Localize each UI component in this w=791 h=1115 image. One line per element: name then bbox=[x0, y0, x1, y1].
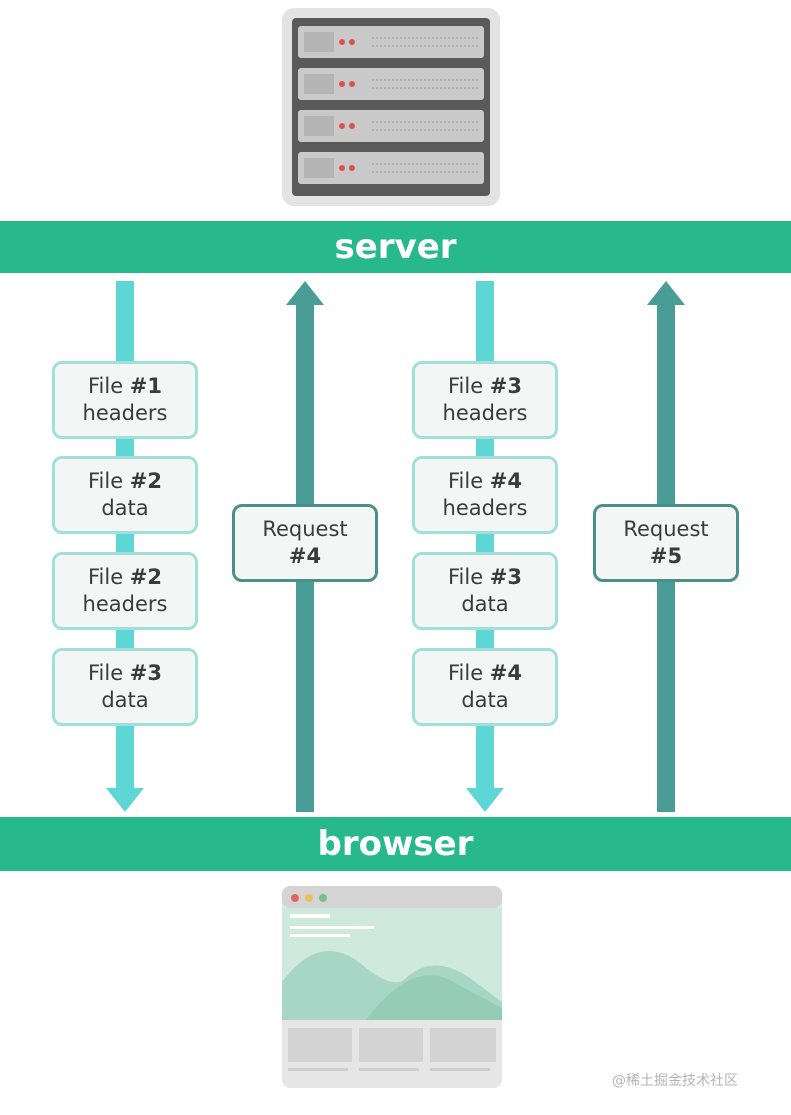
frame-file-number: #3 bbox=[489, 374, 523, 398]
frame-type: headers bbox=[82, 401, 168, 425]
frame-file-number: #3 bbox=[489, 565, 523, 589]
frame-file-number: #2 bbox=[129, 565, 163, 589]
frame-type: headers bbox=[442, 401, 528, 425]
frame-title: File #3 bbox=[448, 373, 522, 400]
frame-file-number: #1 bbox=[129, 374, 163, 398]
server-rack-icon bbox=[282, 8, 500, 206]
frame-title: File #4 bbox=[448, 660, 522, 687]
request-label: Request bbox=[262, 517, 348, 541]
frame-title: File #4 bbox=[448, 468, 522, 495]
frame-type: headers bbox=[442, 496, 528, 520]
frame-file-label: File bbox=[447, 469, 490, 493]
down-arrow-head-icon bbox=[106, 788, 144, 812]
request-box: Request #4 bbox=[232, 504, 378, 582]
frame-file-label: File bbox=[447, 565, 490, 589]
frame-file-number: #2 bbox=[129, 469, 163, 493]
frame-file-label: File bbox=[87, 661, 130, 685]
frame-file-number: #3 bbox=[129, 661, 163, 685]
watermark: @稀土掘金技术社区 bbox=[612, 1073, 738, 1089]
frame-title: File #1 bbox=[88, 373, 162, 400]
server-band: server bbox=[0, 221, 791, 273]
frame-file-label: File bbox=[87, 469, 130, 493]
frame-file-number: #4 bbox=[489, 469, 523, 493]
frame-type: headers bbox=[82, 592, 168, 616]
frame-title: File #3 bbox=[88, 660, 162, 687]
frame-file-label: File bbox=[87, 565, 130, 589]
frame-title: File #3 bbox=[448, 564, 522, 591]
frame-title: File #2 bbox=[88, 468, 162, 495]
request-box: Request #5 bbox=[593, 504, 739, 582]
frame-file-label: File bbox=[87, 374, 130, 398]
down-arrow-head-icon bbox=[466, 788, 504, 812]
up-arrow-head-icon bbox=[647, 281, 685, 305]
request-label: Request bbox=[623, 517, 709, 541]
request-number: #4 bbox=[288, 544, 322, 568]
frame-type: data bbox=[461, 592, 509, 616]
frame-type: data bbox=[101, 688, 149, 712]
frame-title: File #2 bbox=[88, 564, 162, 591]
browser-band: browser bbox=[0, 817, 791, 871]
request-number: #5 bbox=[649, 544, 683, 568]
frame-type: data bbox=[461, 688, 509, 712]
frame-file-number: #4 bbox=[489, 661, 523, 685]
up-arrow-head-icon bbox=[286, 281, 324, 305]
frame-type: data bbox=[101, 496, 149, 520]
frame-file-label: File bbox=[447, 374, 490, 398]
frame-file-label: File bbox=[447, 661, 490, 685]
browser-window-icon bbox=[282, 886, 502, 1088]
